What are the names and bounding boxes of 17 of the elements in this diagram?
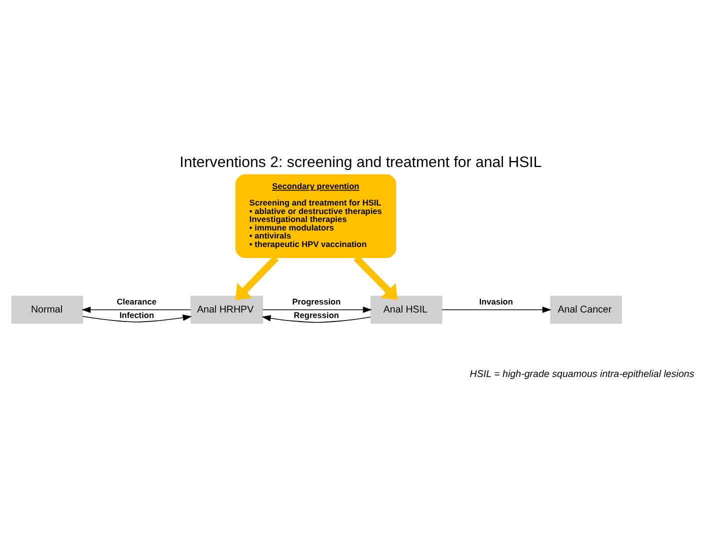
arrow <box>442 306 552 312</box>
node-box: Normal <box>11 295 84 324</box>
label: HSIL = high-grade squamous intra-epithelial lesions <box>470 368 694 380</box>
diagram-title: Interventions 2: screening and treatment for anal HSIL <box>180 154 542 171</box>
edge-label: Progression <box>292 296 341 306</box>
edge-label: Clearance <box>116 296 156 306</box>
arrow <box>262 314 371 322</box>
arrow <box>262 306 372 312</box>
arrow <box>82 314 192 322</box>
node-box: Anal HSIL <box>370 295 442 324</box>
node-box: Anal Cancer <box>550 295 622 324</box>
arrow <box>82 306 192 312</box>
node-box: Secondary prevention Screening and treatment for HSIL • ablative or destructive therapies Investigational therapies • immune modulators • antivirals • therapeutic HPV vaccination <box>235 174 396 258</box>
edge-label: Invasion <box>479 296 513 306</box>
node-box: Anal HRHPV <box>190 295 264 324</box>
edge-label: Infection <box>119 309 154 320</box>
edge-label: Regression <box>294 309 339 320</box>
